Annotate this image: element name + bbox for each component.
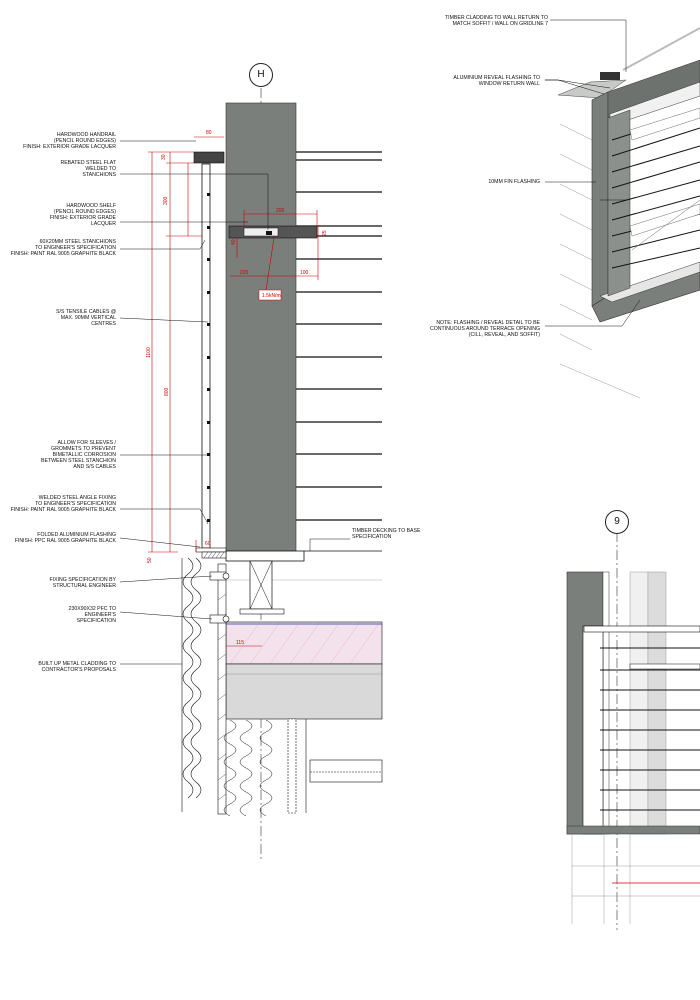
note-timber-cladding: TIMBER CLADDING TO WALL RETURN TO MATCH … (445, 15, 548, 27)
note-handrail: HARDWOOD HANDRAIL (PENCIL ROUND EDGES) F… (23, 132, 116, 150)
dim-220: 220 (240, 270, 249, 276)
deck-slab (225, 550, 305, 562)
dim-100: 100 (300, 270, 309, 276)
note-continuous-detail: NOTE: FLASHING / REVEAL DETAIL TO BE CON… (429, 320, 540, 338)
dimension-labels: 80 30 300 1100 800 50 60 200 40 25 220 1… (146, 130, 328, 646)
note-fin-flashing: 10mm FIN FLASHING (488, 179, 540, 185)
dim-30: 30 (161, 154, 167, 160)
cable-rails-right (296, 151, 382, 521)
dim-50: 50 (147, 557, 153, 563)
dim-80: 80 (206, 130, 212, 136)
note-rebated-flat: REBATED STEEL FLAT WELDED TO STANCHIONS (60, 160, 116, 178)
note-flashing: FOLDED ALUMINIUM FLASHING FINISH: PPC RA… (14, 532, 116, 544)
elevation-view (566, 532, 700, 930)
gridline-bubble-9: 9 (605, 510, 629, 534)
note-cables: S/S TENSILE CABLES @ MAX. 90MM VERTICAL … (56, 309, 116, 327)
dim-40: 40 (231, 239, 237, 245)
dim-115: 115 (236, 640, 244, 646)
dim-800: 800 (164, 387, 170, 396)
insulation-layer (225, 621, 383, 665)
dim-25: 25 (322, 230, 328, 236)
dim-1100: 1100 (146, 347, 152, 358)
note-shelf: HARDWOOD SHELF (PENCIL ROUND EDGES) FINI… (49, 203, 116, 227)
opening-inner-reveal (607, 109, 631, 297)
dim-60: 60 (205, 541, 211, 547)
dimension-lines (148, 136, 319, 647)
annotation-leaders-left (119, 140, 269, 665)
cable-dots (207, 193, 210, 522)
balustrade-section (181, 88, 383, 860)
note-stanchions: 60X20MM STEEL STANCHIONS TO ENGINEER'S S… (10, 239, 116, 257)
opening-frame-left (591, 91, 609, 307)
hardwood-handrail (193, 151, 225, 164)
note-cladding: BUILT UP METAL CLADDING TO CONTRACTOR'S … (38, 661, 116, 673)
concrete-slab (225, 663, 383, 720)
metal-cladding (182, 557, 194, 799)
wall-column (225, 102, 297, 552)
note-pfc: 230X90X32 PFC TO ENGINEER'S SPECIFICATIO… (68, 606, 116, 624)
axonometric-opening (557, 27, 700, 399)
dim-300: 300 (163, 196, 169, 205)
note-angle-fixing: WELDED STEEL ANGLE FIXING TO ENGINEER'S … (10, 495, 116, 513)
load-label: 1.5kN/m (262, 293, 281, 299)
wall-insulation (223, 719, 237, 817)
note-decking: TIMBER DECKING TO BASE SPECIFICATION (352, 528, 421, 540)
aluminium-flashing (195, 547, 227, 553)
note-reveal-flashing: ALUMINIUM REVEAL FLASHING TO WINDOW RETU… (453, 75, 540, 87)
dim-200: 200 (276, 208, 285, 214)
fixing-bolts (209, 571, 230, 624)
gridline-bubble-h: H (249, 63, 273, 87)
note-sleeves: ALLOW FOR SLEEVES / GROMMETS TO PREVENT … (41, 440, 116, 470)
note-fixing-spec: FIXING SPECIFICATION BY STRUCTURAL ENGIN… (49, 577, 116, 589)
annotation-leaders-right (545, 19, 641, 327)
